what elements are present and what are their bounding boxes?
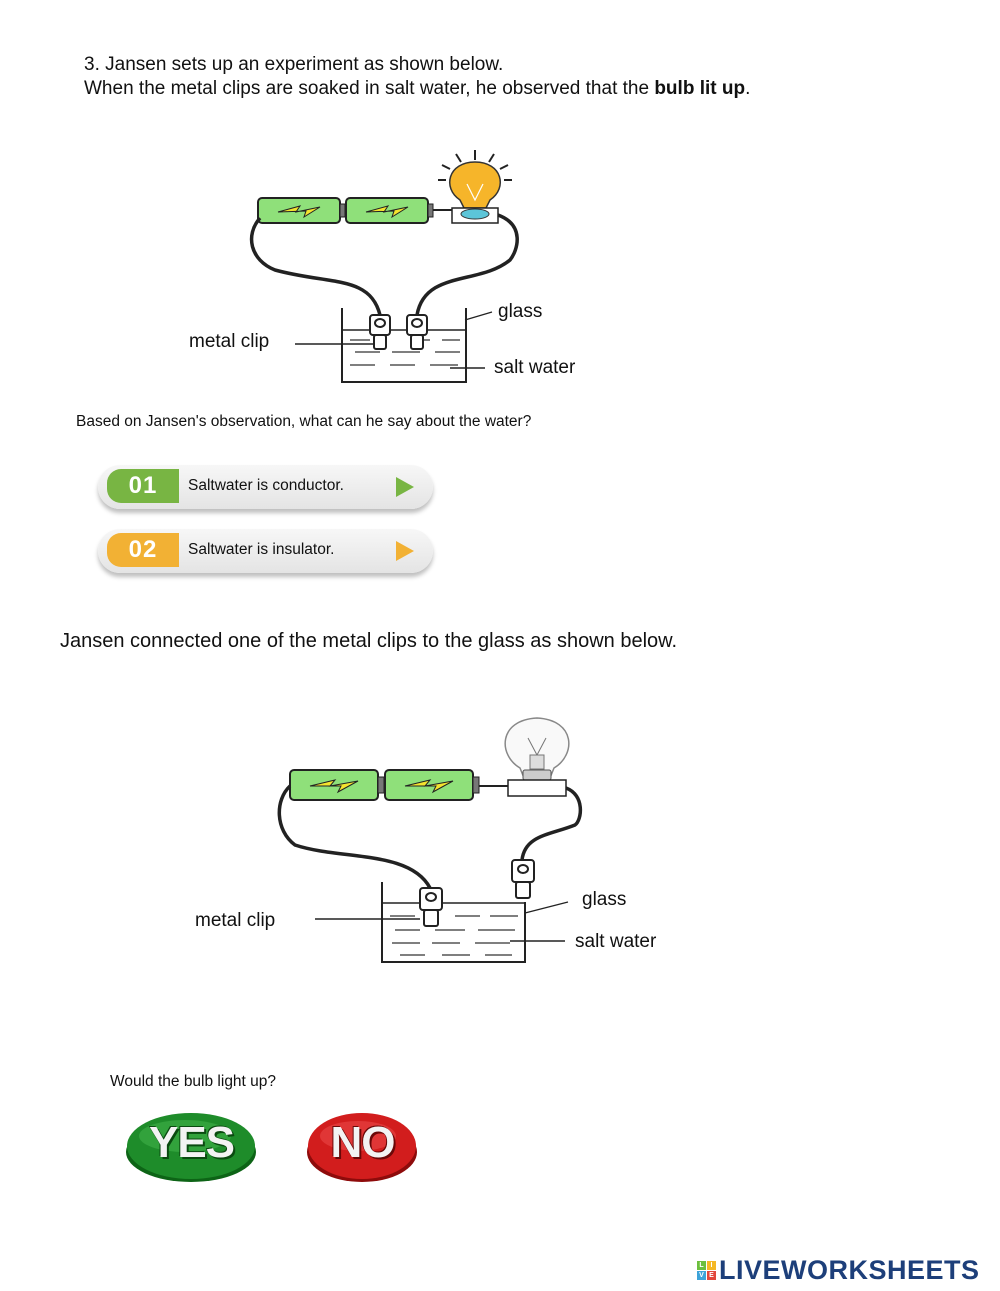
option-02-insulator[interactable]: 02 Saltwater is insulator. bbox=[98, 529, 433, 573]
logo-tile: E bbox=[707, 1271, 716, 1280]
label-glass: glass bbox=[582, 889, 627, 910]
observation-suffix: . bbox=[745, 78, 751, 99]
label-metal-clip: metal clip bbox=[189, 331, 270, 352]
liveworksheets-logo: L I V E LIVEWORKSHEETS bbox=[697, 1255, 980, 1286]
question-number-line: 3. Jansen sets up an experiment as shown… bbox=[84, 54, 504, 75]
question-b-prompt: Would the bulb light up? bbox=[110, 1073, 277, 1090]
circuit-diagram-lit bbox=[249, 150, 519, 383]
battery-icon bbox=[289, 769, 385, 801]
yes-button-shape bbox=[126, 1113, 256, 1182]
unlit-bulb-icon bbox=[504, 717, 570, 797]
part-b-text: Jansen connected one of the metal clips … bbox=[60, 630, 678, 652]
option-number: 01 bbox=[107, 469, 179, 503]
metal-clip-icon bbox=[511, 859, 535, 899]
no-label: NO bbox=[330, 1118, 396, 1167]
metal-clip-icon bbox=[406, 314, 428, 350]
label-metal-clip: metal clip bbox=[195, 910, 276, 931]
option-label: Saltwater is conductor. bbox=[188, 477, 344, 494]
question-a-prompt: Based on Jansen's observation, what can … bbox=[76, 413, 532, 430]
label-glass: glass bbox=[498, 301, 543, 322]
light-rays-icon bbox=[438, 150, 512, 181]
observation-prefix: When the metal clips are soaked in salt … bbox=[84, 78, 655, 99]
battery-icon bbox=[257, 197, 346, 224]
label-salt-water: salt water bbox=[575, 931, 657, 952]
logo-tile: I bbox=[707, 1261, 716, 1270]
option-label: Saltwater is insulator. bbox=[188, 541, 335, 558]
metal-clip-icon bbox=[419, 887, 443, 927]
circuit-diagram-unlit bbox=[277, 717, 582, 963]
yes-button[interactable]: YES bbox=[125, 1108, 258, 1184]
option-number: 02 bbox=[107, 533, 179, 567]
logo-tile: L bbox=[697, 1261, 706, 1270]
metal-clip-icon bbox=[369, 314, 391, 350]
battery-icon bbox=[384, 769, 480, 801]
play-arrow-icon bbox=[396, 541, 414, 561]
yes-label: YES bbox=[148, 1118, 235, 1167]
battery-icon bbox=[345, 197, 434, 224]
no-button-shape bbox=[307, 1113, 417, 1182]
lit-bulb-icon bbox=[449, 161, 501, 224]
logo-tile: V bbox=[697, 1271, 706, 1280]
observation-bold: bulb lit up bbox=[654, 78, 746, 99]
question-observation: When the metal clips are soaked in salt … bbox=[84, 76, 750, 101]
label-salt-water: salt water bbox=[494, 357, 576, 378]
logo-text: LIVEWORKSHEETS bbox=[719, 1255, 980, 1285]
logo-tiles-icon: L I V E bbox=[697, 1261, 716, 1280]
no-button[interactable]: NO bbox=[306, 1108, 419, 1184]
play-arrow-icon bbox=[396, 477, 414, 497]
option-01-conductor[interactable]: 01 Saltwater is conductor. bbox=[98, 465, 433, 509]
